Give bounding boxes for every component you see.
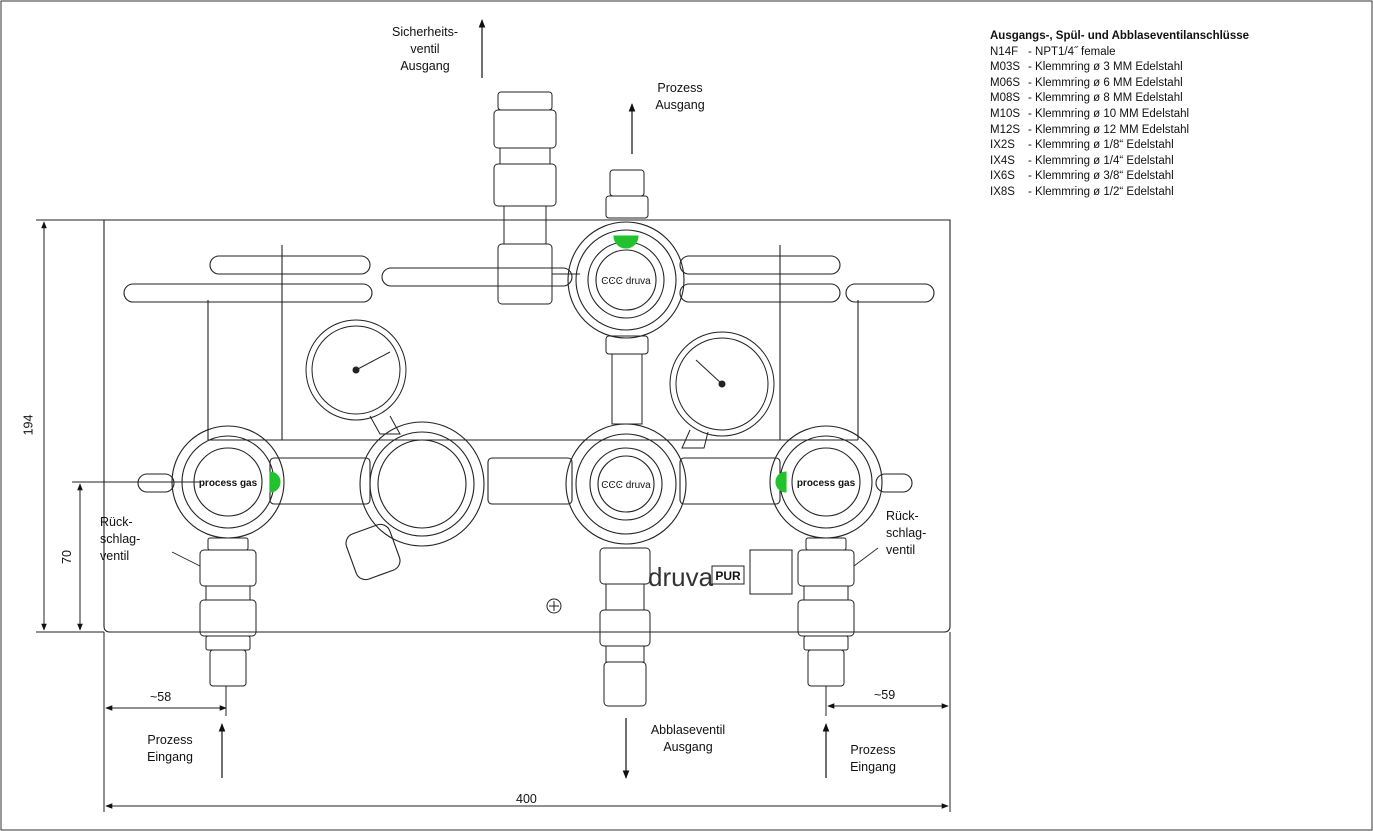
process-out-label: Prozess Ausgang — [640, 80, 720, 114]
dimension-width: 400 — [516, 792, 537, 806]
vent-out-line-2: Ausgang — [663, 740, 713, 754]
inlet-left-pipe — [199, 537, 257, 687]
legend-item: N14F - NPT1/4˝ female — [990, 45, 1249, 61]
process-out-line-1: Prozess — [657, 81, 703, 95]
process-in-left-line-2: Eingang — [147, 750, 193, 764]
connection-legend: Ausgangs-, Spül- und Abblaseventilanschl… — [990, 29, 1249, 201]
dimension-right-offset: ~59 — [874, 688, 896, 702]
check-valve-right-line-3: ventil — [886, 543, 916, 557]
leader-lines — [171, 547, 879, 567]
legend-item-desc: - Klemmring ø 1/8“ Edelstahl — [1028, 139, 1174, 152]
plate-badge-text: PUR — [715, 569, 741, 583]
regulator-top: ϾϾϾ druva — [567, 221, 685, 339]
legend-item-code: M06S — [990, 76, 1021, 89]
regulator-center: ϾϾϾ druva — [565, 423, 687, 545]
legend-item: M10S - Klemmring ø 10 MM Edelstahl — [990, 107, 1249, 123]
dimension-height: 194 — [21, 414, 36, 436]
legend-item-code: IX2S — [990, 139, 1015, 152]
check-valve-left-label: Rück- schlag- ventil — [100, 514, 160, 565]
legend-item: M06S - Klemmring ø 6 MM Edelstahl — [990, 76, 1249, 92]
vent-out-label: Abblaseventil Ausgang — [638, 722, 738, 756]
legend-item-code: M12S — [990, 123, 1021, 136]
legend-item: M03S - Klemmring ø 3 MM Edelstahl — [990, 60, 1249, 76]
legend-item-code: IX4S — [990, 154, 1015, 167]
vent-out-line-1: Abblaseventil — [650, 723, 726, 737]
brand-top-text: ϾϾϾ druva — [601, 276, 651, 287]
qr-code-icon — [749, 549, 793, 595]
legend-item-code: M08S — [990, 92, 1021, 105]
check-valve-right-line-1: Rück- — [886, 509, 919, 523]
vent-pipe — [599, 547, 651, 707]
plate-brand-text: druva — [648, 562, 714, 592]
legend-item: M08S - Klemmring ø 8 MM Edelstahl — [990, 91, 1249, 107]
check-valve-right-label: Rück- schlag- ventil — [886, 508, 946, 559]
flow-arrows — [218, 19, 830, 779]
legend-item-code: M03S — [990, 61, 1021, 74]
gauge-right — [669, 331, 775, 449]
legend-item-desc: - Klemmring ø 10 MM Edelstahl — [1028, 107, 1190, 120]
process-in-left-line-1: Prozess — [147, 733, 193, 747]
legend-item: M12S - Klemmring ø 12 MM Edelstahl — [990, 123, 1249, 139]
process-in-right-label: Prozess Eingang — [838, 742, 908, 776]
legend-item: IX2S - Klemmring ø 1/8“ Edelstahl — [990, 138, 1249, 154]
knob-right-label: process gas — [797, 478, 856, 489]
legend-item: IX4S - Klemmring ø 1/4“ Edelstahl — [990, 154, 1249, 170]
check-valve-left-line-3: ventil — [100, 549, 130, 563]
safety-valve-line-1: Sicherheits- — [392, 25, 458, 39]
process-outlet-pipe — [605, 169, 649, 425]
process-out-line-2: Ausgang — [655, 98, 705, 112]
plate-brand: druva PUR — [546, 549, 793, 614]
legend-item-code: M10S — [990, 107, 1021, 120]
legend-item-desc: - Klemmring ø 8 MM Edelstahl — [1028, 92, 1183, 105]
dimension-inlet-height: 70 — [59, 550, 74, 564]
check-valve-left-line-2: schlag- — [100, 532, 141, 546]
main-manifold — [269, 421, 781, 581]
legend-item: IX8S - Klemmring ø 1/2“ Edelstahl — [990, 185, 1249, 201]
legend-item-desc: - Klemmring ø 12 MM Edelstahl — [1028, 123, 1190, 136]
knob-left-label: process gas — [199, 478, 258, 489]
legend-item-code: IX8S — [990, 185, 1015, 198]
brand-center-text: ϾϾϾ druva — [601, 480, 651, 491]
safety-valve-line-2: ventil — [410, 42, 440, 56]
check-valve-right-line-2: schlag- — [886, 526, 927, 540]
legend-item-desc: - Klemmring ø 1/4“ Edelstahl — [1028, 154, 1174, 167]
legend-item-code: IX6S — [990, 170, 1015, 183]
process-in-right-line-1: Prozess — [850, 743, 896, 757]
legend-item-desc: - NPT1/4˝ female — [1028, 45, 1116, 58]
process-in-right-line-2: Eingang — [850, 760, 896, 774]
safety-valve-line-3: Ausgang — [400, 59, 450, 73]
legend-item-desc: - Klemmring ø 6 MM Edelstahl — [1028, 76, 1183, 89]
gauge-left — [305, 319, 407, 435]
mounting-plate — [103, 219, 951, 633]
legend-item-desc: - Klemmring ø 3/8“ Edelstahl — [1028, 170, 1174, 183]
legend-title: Ausgangs-, Spül- und Abblaseventilanschl… — [990, 30, 1250, 42]
safety-valve-label: Sicherheits- ventil Ausgang — [385, 24, 465, 75]
legend-item: IX6S - Klemmring ø 3/8“ Edelstahl — [990, 169, 1249, 185]
inlet-right-pipe — [797, 537, 855, 687]
check-valve-left-line-1: Rück- — [100, 515, 133, 529]
legend-item-code: N14F — [990, 45, 1019, 58]
safety-valve-pipe — [493, 91, 580, 305]
dimension-left-offset: ~58 — [150, 690, 172, 704]
dimension-lines — [36, 219, 951, 812]
legend-item-desc: - Klemmring ø 3 MM Edelstahl — [1028, 61, 1183, 74]
process-in-left-label: Prozess Eingang — [135, 732, 205, 766]
legend-item-desc: - Klemmring ø 1/2“ Edelstahl — [1028, 185, 1174, 198]
